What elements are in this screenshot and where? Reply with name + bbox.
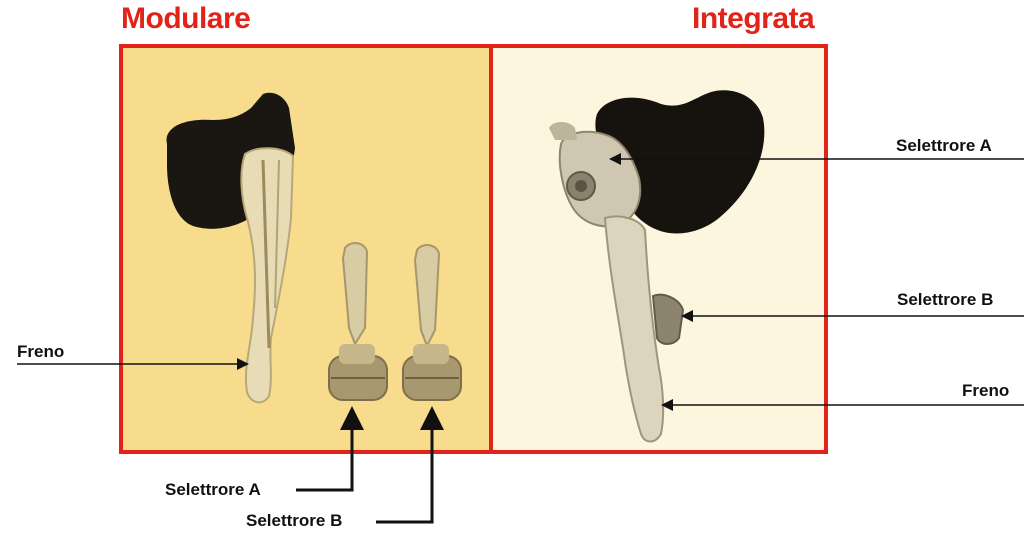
leader-left-selettore-a [296,412,352,490]
label-right-freno: Freno [962,381,1009,401]
label-left-freno: Freno [17,342,64,362]
label-right-selettore-b: Selettrore B [897,290,993,310]
label-left-selettore-a: Selettrore A [165,480,261,500]
label-right-selettore-a: Selettrore A [896,136,992,156]
label-left-selettore-b: Selettrore B [246,511,342,531]
leader-left-selettore-b [376,412,432,522]
